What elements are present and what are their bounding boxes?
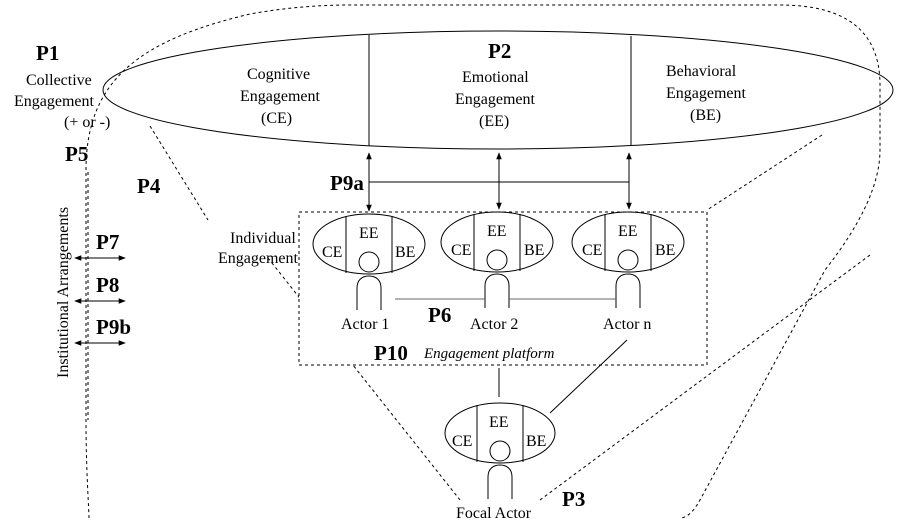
label-p8: P8 <box>96 273 119 297</box>
institutional-arrangements-label: Institutional Arrangements <box>55 207 72 378</box>
actor-n-be: BE <box>655 242 675 259</box>
actor-n-ce: CE <box>582 242 602 259</box>
label-p4: P4 <box>137 174 161 198</box>
behavioral-abbr: (BE) <box>690 107 721 124</box>
actor-1-ce: CE <box>322 244 342 261</box>
actor-2-be: BE <box>524 242 544 259</box>
actor-2-ce: CE <box>451 242 471 259</box>
label-p6: P6 <box>428 303 451 327</box>
emotional-line2: Engagement <box>455 91 536 108</box>
label-p2: P2 <box>488 39 511 63</box>
link-actor-n-focal <box>549 339 628 414</box>
cognitive-line1: Cognitive <box>247 66 310 83</box>
collective-engagement-ellipse <box>102 30 894 150</box>
actor-n-label: Actor n <box>603 316 651 333</box>
actor-2-engagement-ellipse <box>440 211 554 273</box>
behavioral-line1: Behavioral <box>666 63 737 80</box>
focal-be: BE <box>526 433 546 450</box>
focal-ce: CE <box>452 433 472 450</box>
focal-actor-figure <box>487 440 513 500</box>
actor-1-be: BE <box>395 244 415 261</box>
engagement-platform-label: Engagement platform <box>423 346 555 362</box>
actor-2-group <box>440 211 554 309</box>
cognitive-abbr: (CE) <box>261 110 292 127</box>
funnel-line-left-upper <box>149 125 209 221</box>
actor-1-engagement-ellipse <box>312 213 426 275</box>
actor-n-group <box>571 211 685 309</box>
collective-engagement-line2: Engagement <box>14 93 95 110</box>
collective-engagement-line3: (+ or -) <box>64 114 110 131</box>
emotional-abbr: (EE) <box>479 113 509 130</box>
focal-actor-group <box>444 402 556 500</box>
actor-2-label: Actor 2 <box>470 316 518 333</box>
cognitive-line2: Engagement <box>240 88 321 105</box>
funnel-line-right-lower <box>539 254 871 501</box>
individual-engagement-line1: Individual <box>230 230 296 247</box>
label-p5: P5 <box>65 142 88 166</box>
label-p9a: P9a <box>330 171 364 195</box>
individual-engagement-line2: Engagement <box>218 250 299 267</box>
actor-1-ee: EE <box>359 225 379 242</box>
focal-actor-label: Focal Actor <box>456 505 532 522</box>
label-p3: P3 <box>562 487 585 511</box>
label-p1: P1 <box>36 41 59 65</box>
actor-n-engagement-ellipse <box>571 211 685 273</box>
focal-ee: EE <box>489 414 509 431</box>
emotional-line1: Emotional <box>462 69 529 86</box>
label-p9b: P9b <box>96 315 131 339</box>
actor-1-label: Actor 1 <box>341 316 389 333</box>
actor-1-group <box>312 213 426 311</box>
funnel-line-right-upper <box>706 134 823 211</box>
label-p7: P7 <box>96 230 119 254</box>
label-p10: P10 <box>374 341 408 365</box>
actor-2-ee: EE <box>487 223 507 240</box>
outer-dashed-boundary <box>85 4 881 519</box>
focal-actor-engagement-ellipse <box>444 402 556 464</box>
behavioral-line2: Engagement <box>666 85 747 102</box>
actor-n-ee: EE <box>618 223 638 240</box>
collective-engagement-line1: Collective <box>26 72 92 89</box>
